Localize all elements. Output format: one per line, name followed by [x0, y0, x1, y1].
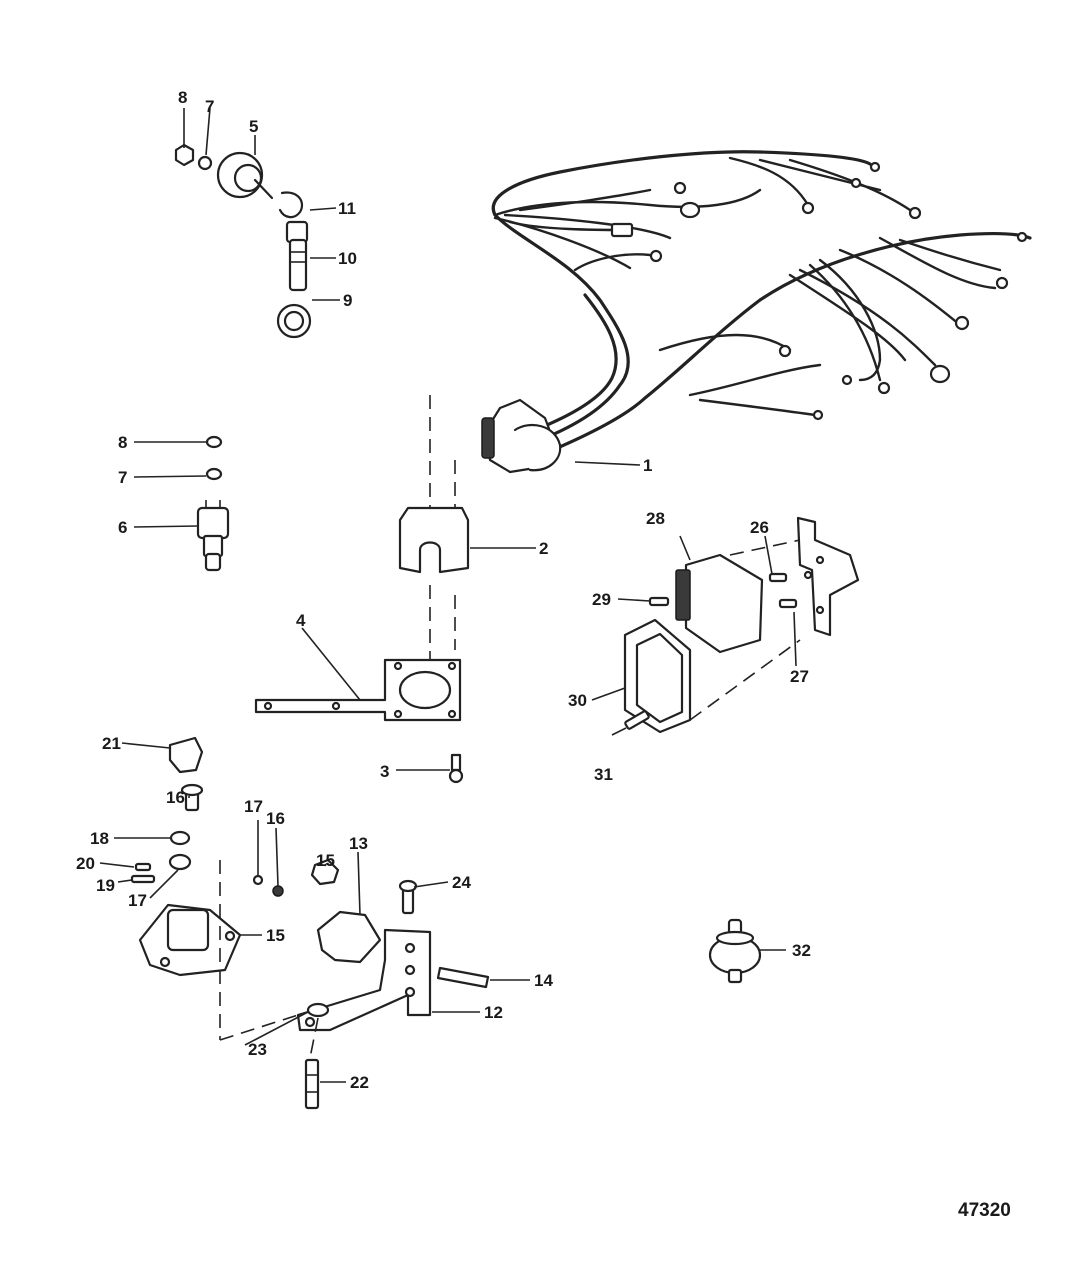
callout-17-left: 17 — [128, 891, 147, 910]
callout-7-mid: 7 — [118, 468, 127, 487]
callout-12: 12 — [484, 1003, 503, 1022]
callout-8: 8 — [178, 88, 187, 107]
callout-29: 29 — [592, 590, 611, 609]
sender-assembly-top — [174, 143, 312, 339]
callout-5: 5 — [249, 117, 258, 136]
callout-4: 4 — [296, 611, 306, 630]
callout-32: 32 — [792, 941, 811, 960]
callout-17: 17 — [244, 797, 263, 816]
callout-8-mid: 8 — [118, 433, 127, 452]
callout-16: 16 — [166, 788, 185, 807]
callout-18: 18 — [90, 829, 109, 848]
callout-9: 9 — [343, 291, 352, 310]
module-assembly — [623, 516, 860, 734]
callout-27: 27 — [790, 667, 809, 686]
callout-13: 13 — [349, 834, 368, 853]
knock-sensor — [708, 918, 762, 984]
callout-22: 22 — [350, 1073, 369, 1092]
callout-23: 23 — [248, 1040, 267, 1059]
callout-6: 6 — [118, 518, 127, 537]
callout-21: 21 — [102, 734, 121, 753]
callout-20: 20 — [76, 854, 95, 873]
callout-15: 15 — [266, 926, 285, 945]
callout-19: 19 — [96, 876, 115, 895]
callout-24: 24 — [452, 873, 471, 892]
callout-2: 2 — [539, 539, 548, 558]
callout-16-right: 16 — [266, 809, 285, 828]
callout-30: 30 — [568, 691, 587, 710]
callout-14: 14 — [534, 971, 553, 990]
temperature-sender-group — [196, 435, 230, 572]
callout-26: 26 — [750, 518, 769, 537]
solenoid-assembly — [130, 736, 490, 1110]
figure-number: 47320 — [958, 1200, 1011, 1221]
callout-leaders — [99, 107, 797, 1083]
callout-31: 31 — [594, 765, 613, 784]
callout-labels: 8 7 5 11 10 9 1 8 7 6 2 4 3 28 26 29 27 … — [76, 88, 1011, 1221]
callout-15-top: 15 — [316, 851, 335, 870]
callout-7: 7 — [205, 97, 214, 116]
callout-28: 28 — [646, 509, 665, 528]
callout-11: 11 — [338, 199, 356, 218]
callout-3: 3 — [380, 762, 389, 781]
callout-1: 1 — [643, 456, 652, 475]
harness-bracket-group — [254, 395, 470, 784]
callout-10: 10 — [338, 249, 357, 268]
wiring-harness — [481, 150, 1032, 474]
